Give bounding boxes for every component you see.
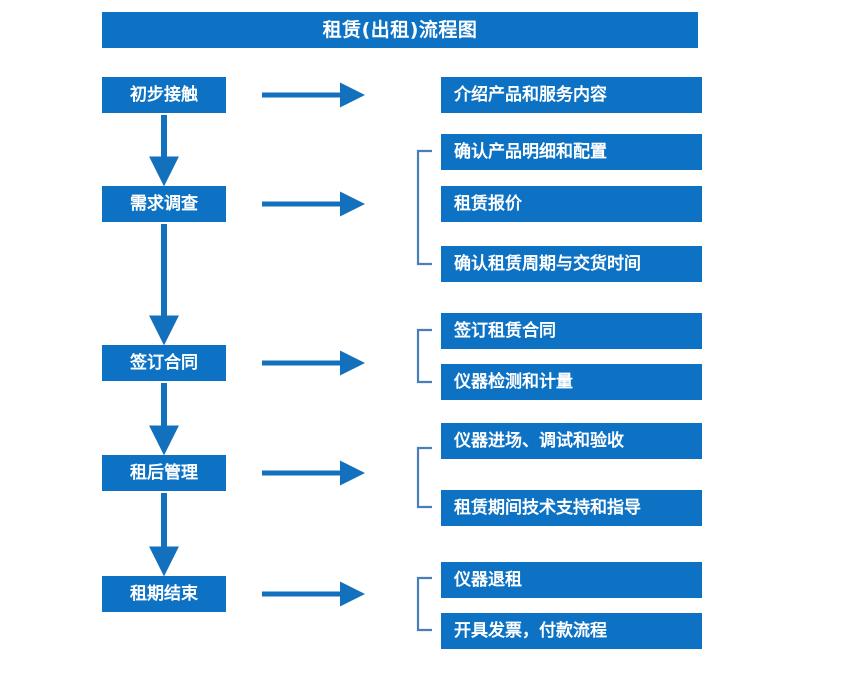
detail-label: 租赁报价: [454, 193, 522, 214]
detail-box-5[interactable]: 签订租赁合同: [441, 313, 702, 349]
detail-box-6[interactable]: 仪器检测和计量: [441, 364, 702, 400]
stage-label: 租期结束: [130, 583, 198, 604]
stage-box-4[interactable]: 租后管理: [102, 455, 226, 491]
detail-box-2[interactable]: 确认产品明细和配置: [441, 134, 702, 170]
chart-title: 租赁(出租)流程图: [322, 18, 478, 41]
detail-box-3[interactable]: 租赁报价: [441, 186, 702, 222]
detail-label: 仪器退租: [454, 569, 522, 590]
stage-box-1[interactable]: 初步接触: [102, 77, 226, 113]
bracket-group-4: [416, 576, 432, 632]
stage-label: 初步接触: [130, 84, 198, 105]
detail-label: 租赁期间技术支持和指导: [454, 497, 641, 518]
detail-label: 确认产品明细和配置: [454, 141, 607, 162]
bracket-group-1: [416, 149, 432, 266]
bracket-group-2: [416, 328, 432, 384]
stage-label: 租后管理: [130, 462, 198, 483]
detail-box-10[interactable]: 开具发票，付款流程: [441, 613, 702, 649]
stage-box-3[interactable]: 签订合同: [102, 345, 226, 381]
stage-label: 签订合同: [130, 352, 198, 373]
detail-label: 仪器进场、调试和验收: [454, 430, 624, 451]
chart-title-bar: 租赁(出租)流程图: [102, 12, 698, 48]
detail-label: 开具发票，付款流程: [454, 620, 607, 641]
detail-label: 确认租赁周期与交货时间: [454, 253, 641, 274]
detail-box-4[interactable]: 确认租赁周期与交货时间: [441, 246, 702, 282]
stage-label: 需求调查: [130, 193, 198, 214]
bracket-group-3: [416, 446, 432, 509]
detail-box-7[interactable]: 仪器进场、调试和验收: [441, 423, 702, 459]
stage-box-2[interactable]: 需求调查: [102, 186, 226, 222]
detail-box-8[interactable]: 租赁期间技术支持和指导: [441, 490, 702, 526]
stage-box-5[interactable]: 租期结束: [102, 576, 226, 612]
detail-label: 仪器检测和计量: [454, 371, 573, 392]
detail-box-1[interactable]: 介绍产品和服务内容: [441, 77, 702, 113]
detail-label: 介绍产品和服务内容: [454, 84, 607, 105]
detail-label: 签订租赁合同: [454, 320, 556, 341]
detail-box-9[interactable]: 仪器退租: [441, 562, 702, 598]
